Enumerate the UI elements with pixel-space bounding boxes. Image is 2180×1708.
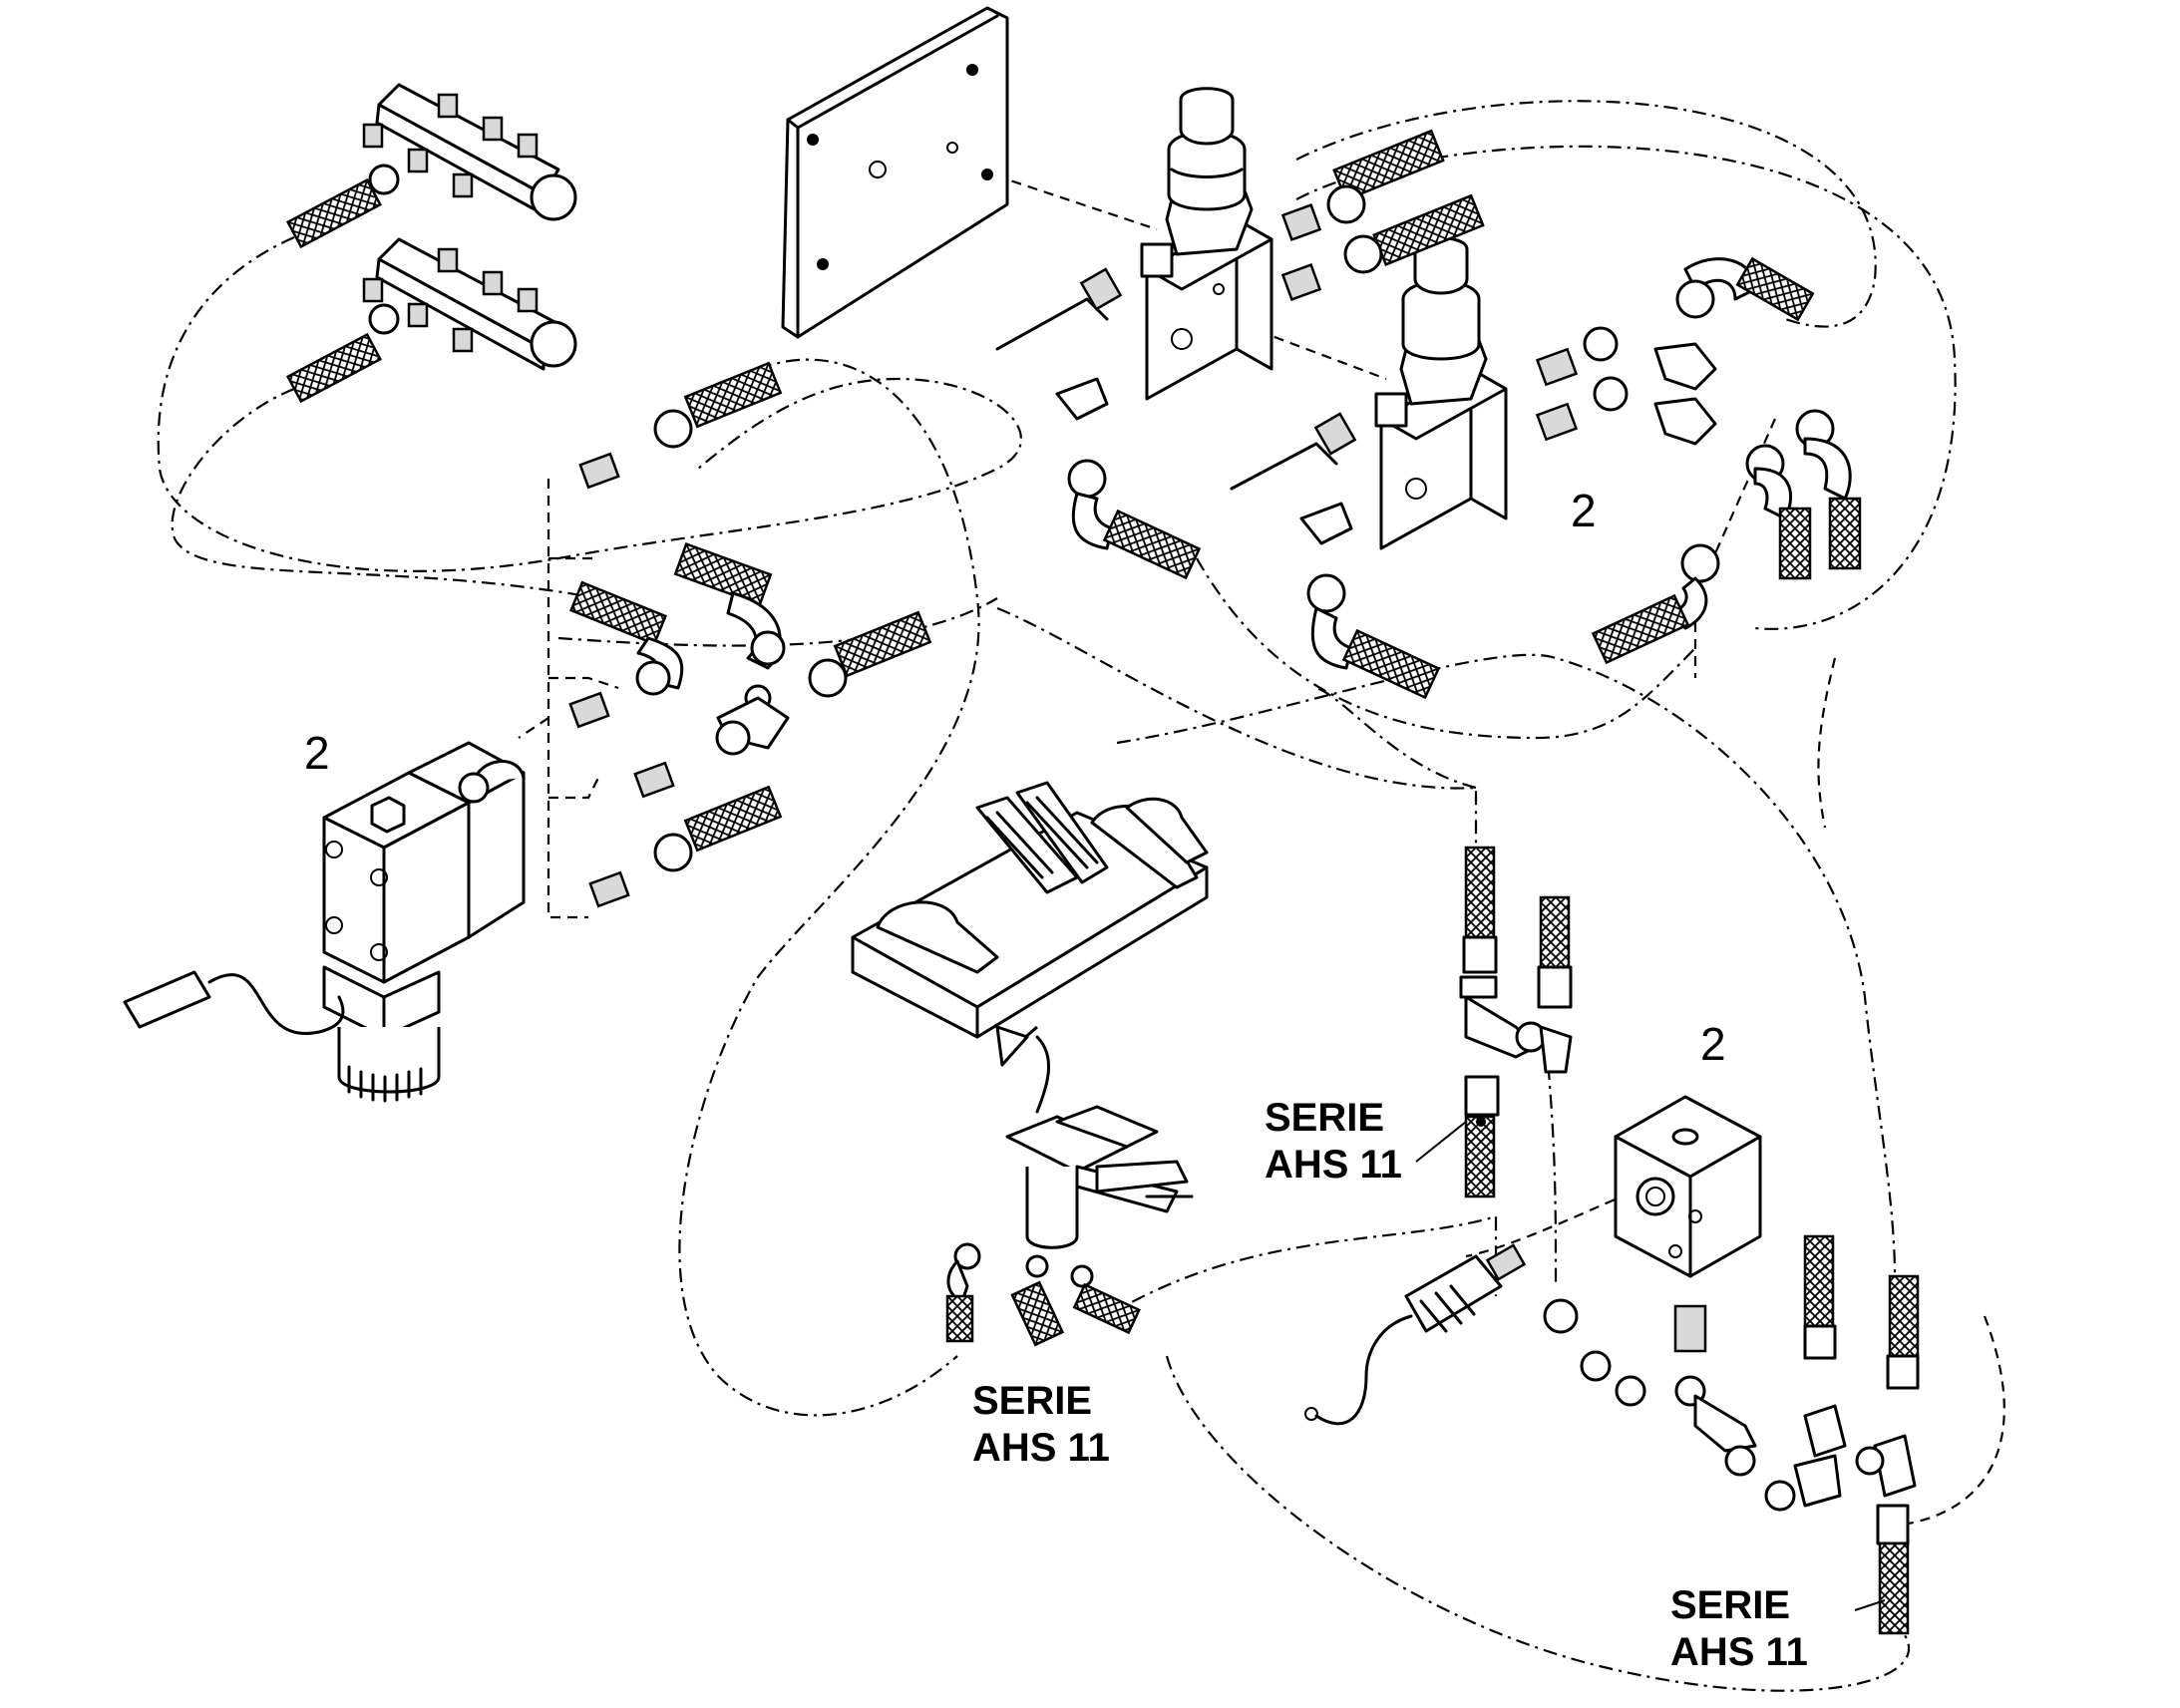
serie-note-center: SERIE AHS 11 [1265, 1096, 1402, 1187]
pressure-sensor [1304, 1243, 1527, 1426]
brake-valve-upper [995, 87, 1273, 401]
center-hose-group [1459, 846, 1573, 1198]
valve-hoses [1055, 377, 1720, 700]
solenoid-valve-left [123, 741, 526, 1103]
leader-lines [1415, 1121, 1886, 1611]
callout-item-left-valve: 2 [304, 727, 330, 779]
callout-item-top-right-valve: 2 [1571, 485, 1597, 536]
brake-pedal-lower [945, 1105, 1194, 1347]
mounting-plate [781, 6, 1009, 339]
upper-right-fittings [1280, 129, 1862, 580]
distributor-block-upper [286, 83, 577, 249]
callout-item-right-block: 2 [1700, 1018, 1726, 1070]
brake-pedal-assembly [851, 781, 1209, 1114]
left-fittings-cluster [568, 361, 932, 908]
serie-note-bottom-right: SERIE AHS 11 [1670, 1583, 1808, 1674]
distribution-block-right [1614, 1095, 1762, 1278]
lower-right-tee-chain [1543, 1234, 1920, 1635]
serie-note-bottom-center: SERIE AHS 11 [972, 1379, 1110, 1470]
distributor-block-lower [286, 237, 577, 404]
brake-valve-lower [1230, 236, 1508, 550]
